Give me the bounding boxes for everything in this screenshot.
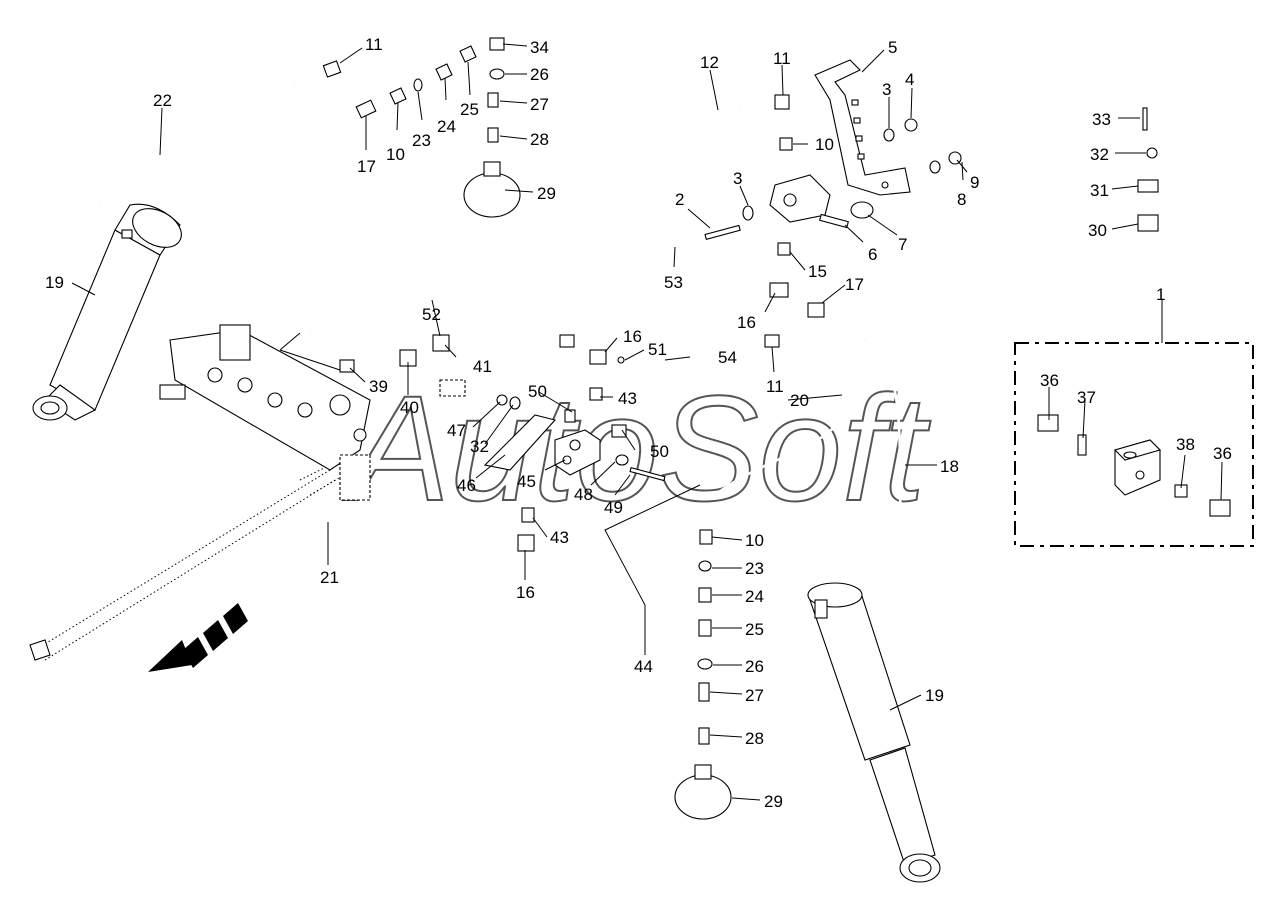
callout-50-a: 50 — [528, 382, 547, 401]
hose-20 — [714, 338, 852, 497]
callout-11-c: 11 — [766, 377, 784, 396]
accumulator-29-upper — [463, 161, 521, 218]
callout-16-a: 16 — [737, 313, 756, 332]
callout-28-a: 28 — [530, 130, 549, 149]
callout-41: 41 — [473, 357, 492, 376]
callout-40: 40 — [400, 398, 419, 417]
callout-11-b: 11 — [773, 49, 791, 68]
callout-5: 5 — [888, 38, 897, 57]
callout-51: 51 — [648, 340, 667, 359]
hose-22 — [98, 128, 331, 206]
callout-44: 44 — [634, 657, 653, 676]
callout-12: 12 — [700, 53, 719, 72]
callout-19-a: 19 — [45, 273, 64, 292]
callout-15: 15 — [808, 262, 827, 281]
callout-10-a: 10 — [386, 145, 405, 164]
callout-43-b: 43 — [550, 528, 569, 547]
cylinder-19-left — [32, 203, 182, 421]
bracket-5 — [814, 59, 911, 196]
callout-17-a: 17 — [357, 157, 376, 176]
callout-32-a: 32 — [1090, 145, 1109, 164]
callout-47: 47 — [447, 421, 466, 440]
manifold-assembly — [29, 324, 371, 661]
callout-19-b: 19 — [925, 686, 944, 705]
callout-29-b: 29 — [764, 792, 783, 811]
inset-box-1 — [1014, 342, 1254, 547]
hose-21 — [120, 83, 492, 536]
cylinder-19-right — [807, 582, 941, 883]
direction-arrow — [148, 603, 248, 672]
callout-22: 22 — [153, 91, 172, 110]
callout-9: 9 — [970, 173, 979, 192]
hose-53 — [594, 218, 676, 322]
callout-6: 6 — [868, 245, 877, 264]
hose-18 — [864, 338, 917, 626]
callout-27-b: 27 — [745, 686, 764, 705]
callout-23-a: 23 — [412, 131, 431, 150]
callout-24-a: 24 — [437, 117, 456, 136]
callout-43-a: 43 — [618, 389, 637, 408]
callout-38: 38 — [1176, 435, 1195, 454]
callout-49: 49 — [604, 498, 623, 517]
callout-36-b: 36 — [1213, 444, 1232, 463]
callout-3-b: 3 — [733, 169, 742, 188]
callout-16-c: 16 — [516, 583, 535, 602]
callout-10-b: 10 — [815, 135, 834, 154]
callout-26-b: 26 — [745, 657, 764, 676]
callout-39: 39 — [369, 377, 388, 396]
callout-25-b: 25 — [745, 620, 764, 639]
callout-52: 52 — [422, 305, 441, 324]
callout-24-b: 24 — [745, 587, 764, 606]
callout-29-a: 29 — [537, 184, 556, 203]
callout-33: 33 — [1092, 110, 1111, 129]
callout-54: 54 — [718, 348, 737, 367]
accumulator-29-lower — [674, 764, 732, 820]
callout-26-a: 26 — [530, 65, 549, 84]
callout-2: 2 — [675, 190, 684, 209]
leader-lines — [71, 43, 1223, 801]
callout-labels: 11 34 26 27 28 29 25 24 23 10 17 22 12 1… — [45, 35, 1232, 811]
callout-45: 45 — [517, 472, 536, 491]
pipe-44 — [638, 548, 656, 607]
callout-10-c: 10 — [745, 531, 764, 550]
callout-21: 21 — [320, 568, 339, 587]
callout-27-a: 27 — [530, 95, 549, 114]
callout-18: 18 — [940, 457, 959, 476]
callout-23-b: 23 — [745, 559, 764, 578]
callout-53: 53 — [664, 273, 683, 292]
hose-54 — [469, 253, 687, 412]
callout-25-a: 25 — [460, 100, 479, 119]
callout-48: 48 — [574, 485, 593, 504]
callout-8: 8 — [957, 190, 966, 209]
callout-11-a: 11 — [365, 35, 383, 54]
callout-3-a: 3 — [882, 80, 891, 99]
callout-17-b: 17 — [845, 275, 864, 294]
callout-4: 4 — [905, 70, 914, 89]
callout-36-a: 36 — [1040, 371, 1059, 390]
valve-block-1 — [1113, 439, 1162, 496]
callout-20: 20 — [790, 391, 809, 410]
plate-46 — [483, 414, 557, 471]
callout-34: 34 — [530, 38, 549, 57]
callout-1: 1 — [1156, 285, 1165, 304]
callout-16-b: 16 — [623, 327, 642, 346]
callout-32-b: 32 — [470, 437, 489, 456]
callout-7: 7 — [898, 235, 907, 254]
callout-30: 30 — [1088, 221, 1107, 240]
callout-28-b: 28 — [745, 729, 764, 748]
callout-37: 37 — [1077, 388, 1096, 407]
callout-50-b: 50 — [650, 442, 669, 461]
hose-52 — [353, 267, 572, 386]
frame-rail-hidden — [34, 449, 371, 661]
hose-12 — [308, 106, 741, 331]
callout-31: 31 — [1090, 181, 1109, 200]
callout-46: 46 — [457, 476, 476, 495]
